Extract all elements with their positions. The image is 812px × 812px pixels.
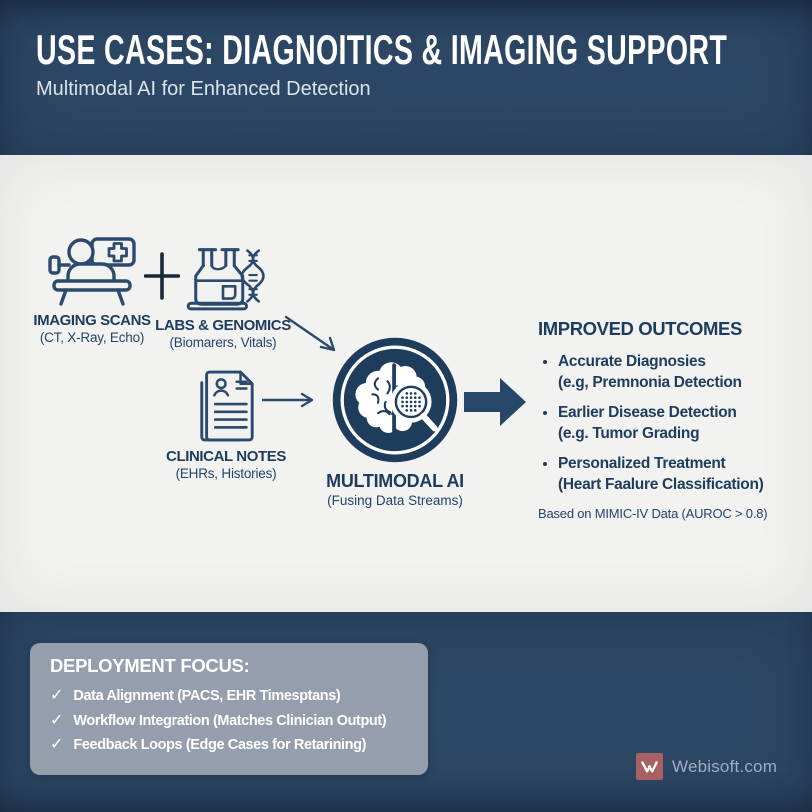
plus-icon <box>144 252 180 300</box>
input-sublabel: (EHRs, Histories) <box>175 466 277 481</box>
lab-flask-dna-icon <box>186 248 265 311</box>
brand-logo[interactable]: Webisoft.com <box>636 753 777 780</box>
input-clinical-notes: CLINICAL NOTES (EHRs, Histories) <box>158 367 294 481</box>
deployment-item: ✓ Feedback Loops (Edge Cases for Retarin… <box>50 733 418 758</box>
arrow-hub-to-outcomes <box>464 378 526 426</box>
deployment-list: ✓ Data Alignment (PACS, EHR Timesptans) … <box>50 684 418 758</box>
outcome-line1: Personalized Treatment <box>558 455 726 473</box>
deployment-item-text: Workflow Integration (Matches Clinician … <box>73 712 387 729</box>
outcome-line2: (e.g. Tumor Grading <box>558 424 700 442</box>
deployment-heading: DEPLOYMENT FOCUS: <box>50 655 250 676</box>
outcome-line1: Accurate Diagnosies <box>558 353 706 370</box>
input-label: IMAGING SCANS <box>33 312 151 329</box>
check-icon: ✓ <box>50 711 64 729</box>
deployment-item-text: Data Alignment (PACS, EHR Timesptans) <box>73 688 341 704</box>
outcome-line2: (e.g, Premnonia Detection <box>558 373 742 391</box>
outcomes-heading: IMPROVED OUTCOMES <box>538 318 742 339</box>
outcomes-footnote: Based on MIMIC-IV Data (AUROC > 0.8) <box>538 505 768 521</box>
input-sublabel: (Biomarers, Vitals) <box>169 335 277 350</box>
input-labs-genomics: LABS & GENOMICS (Biomarers, Vitals) <box>152 241 294 350</box>
outcome-item: Earlier Disease Detection (e.g. Tumor Gr… <box>558 403 778 444</box>
clinical-notes-icon <box>200 370 254 442</box>
outcomes-list: Accurate Diagnosies (e.g, Premnonia Dete… <box>538 352 778 496</box>
hub-sublabel: (Fusing Data Streams) <box>327 493 463 508</box>
arrow-labs-to-hub <box>284 315 336 352</box>
deployment-item: ✓ Data Alignment (PACS, EHR Timesptans) <box>50 684 418 709</box>
input-label: LABS & GENOMICS <box>155 317 291 334</box>
check-icon: ✓ <box>50 687 64 704</box>
header: USE CASES: DIAGNOITICS & IMAGING SUPPORT… <box>0 0 812 155</box>
brand-text: Webisoft.com <box>672 756 778 776</box>
hub-caption: MULTIMODAL AI (Fusing Data Streams) <box>311 471 479 508</box>
outcome-item: Accurate Diagnosies (e.g, Premnonia Dete… <box>558 352 778 393</box>
brain-magnifier-icon <box>332 337 458 463</box>
footer: DEPLOYMENT FOCUS: ✓ Data Alignment (PACS… <box>0 612 812 812</box>
hub-label: MULTIMODAL AI <box>326 471 464 491</box>
page-subtitle: Multimodal AI for Enhanced Detection <box>36 78 371 100</box>
page-title: USE CASES: DIAGNOITICS & IMAGING SUPPORT <box>36 26 728 73</box>
input-label: CLINICAL NOTES <box>166 448 286 465</box>
check-icon: ✓ <box>50 736 64 753</box>
input-sublabel: (CT, X-Ray, Echo) <box>39 330 145 345</box>
deployment-item-text: Feedback Loops (Edge Cases for Retarinin… <box>73 737 366 753</box>
outcomes-section: IMPROVED OUTCOMES Accurate Diagnosies (e… <box>538 318 778 521</box>
input-imaging-scans: IMAGING SCANS (CT, X-Ray, Echo) <box>20 235 164 345</box>
outcome-item: Personalized Treatment (Heart Faalure Cl… <box>558 454 778 495</box>
outcome-line2: (Heart Faalure Classification) <box>558 476 764 494</box>
patient-bed-icon <box>48 237 136 306</box>
deployment-focus-box: DEPLOYMENT FOCUS: ✓ Data Alignment (PACS… <box>30 643 428 775</box>
arrow-notes-to-hub <box>262 392 314 408</box>
deployment-item: ✓ Workflow Integration (Matches Clinicia… <box>50 709 418 734</box>
diagram-canvas: IMAGING SCANS (CT, X-Ray, Echo) <box>0 155 812 612</box>
webisoft-mark-icon <box>636 753 663 780</box>
outcome-line1: Earlier Disease Detection <box>558 404 737 422</box>
